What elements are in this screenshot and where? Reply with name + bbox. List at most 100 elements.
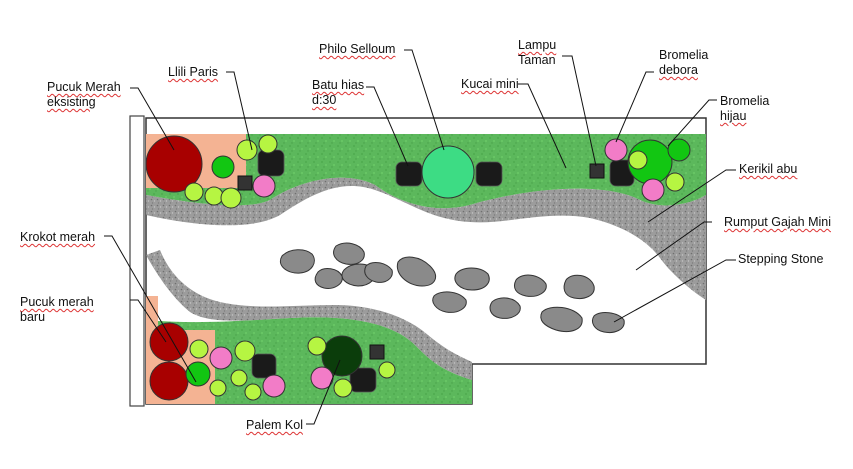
leader-bromelia-hijau [667, 99, 717, 147]
label-line: Lampu [518, 38, 557, 52]
stone [432, 291, 467, 313]
lime-flower [234, 340, 256, 362]
leader-bromelia-debora [615, 71, 654, 143]
leader-philo-selloum [404, 49, 445, 151]
label-line: hijau [720, 109, 747, 123]
lime-flower [220, 187, 242, 209]
leader-krokot-merah [104, 235, 197, 383]
pucuk-merah-baru [149, 322, 189, 362]
lime-flower [665, 172, 685, 192]
label-lampu-taman: Lampu Taman [518, 38, 556, 68]
leader-batu-hias [366, 86, 409, 167]
palem-kol [321, 335, 363, 377]
lime-flower [378, 361, 396, 379]
label-line: eksisting [47, 95, 96, 109]
pink-flower [604, 138, 628, 162]
label-line: d:30 [312, 93, 337, 107]
lamp [237, 175, 253, 191]
label-line: Rumput Gajah Mini [724, 215, 831, 229]
pucuk-merah-baru [149, 361, 189, 401]
lamp [369, 344, 385, 360]
stone [454, 267, 490, 291]
label-line: Stepping Stone [738, 252, 824, 266]
bromelia-debora [209, 138, 665, 398]
pink-flower [641, 178, 665, 202]
batu-hias-rock [349, 367, 377, 393]
label-line: Philo Selloum [319, 42, 396, 56]
pink-flower [262, 374, 286, 398]
stone [540, 306, 583, 332]
stone [396, 256, 437, 287]
batu-hias-rock [251, 353, 277, 379]
fence [129, 115, 145, 407]
label-line: Taman [518, 53, 556, 67]
label-batu-hias: Batu hias d:30 [312, 78, 364, 108]
stone [314, 268, 343, 289]
lampu-taman [237, 163, 605, 360]
label-line: Pucuk merah [20, 295, 94, 309]
label-line: Krokot merah [20, 230, 96, 244]
leader-kucai-mini [518, 83, 567, 169]
label-lili-paris: Llili Paris [168, 65, 218, 80]
batu-hias-rock [475, 161, 503, 187]
label-line: Llili Paris [168, 65, 219, 79]
label-kucai-mini: Kucai mini [461, 77, 519, 92]
gravel-top [146, 177, 706, 300]
stone [563, 274, 595, 299]
stone [489, 297, 521, 319]
leader-palem-kol [306, 359, 341, 425]
lili-paris [184, 134, 685, 401]
pink-flower [209, 346, 233, 370]
label-line: Bromelia [659, 48, 709, 62]
lime-flower [244, 383, 262, 401]
lime-flower [333, 378, 353, 398]
stone [280, 249, 315, 274]
lime-flower [189, 339, 209, 359]
leader-lampu-taman [562, 55, 597, 167]
label-stepping-stone: Stepping Stone [738, 252, 824, 267]
label-pucuk-merah-baru: Pucuk merah baru [20, 295, 94, 325]
pink-flower [252, 174, 276, 198]
lime-flower [184, 182, 204, 202]
stone [591, 312, 625, 333]
label-line: Batu hias [312, 78, 365, 92]
label-bromelia-hijau: Bromelia hijau [720, 94, 769, 124]
bromelia-hijau [667, 138, 691, 162]
grass-bottom [146, 317, 472, 404]
philo-selloum [421, 145, 475, 199]
label-pucuk-merah-eksisting: Pucuk Merah eksisting [47, 80, 121, 110]
label-kerikil-abu: Kerikil abu [739, 162, 797, 177]
batu-hias-rock [257, 149, 285, 177]
label-line: Kucai mini [461, 77, 519, 91]
lime-flower [307, 336, 327, 356]
label-line: Kerikil abu [739, 162, 798, 176]
label-palem-kol: Palem Kol [246, 418, 303, 433]
leader-pucuk-merah-eksisting [130, 87, 175, 151]
leader-pucuk-merah-baru [130, 299, 167, 343]
label-rumput-gajah-mini: Rumput Gajah Mini [724, 215, 831, 230]
label-line: baru [20, 310, 46, 324]
leader-kerikil-abu [647, 169, 736, 223]
label-krokot-merah: Krokot merah [20, 230, 95, 245]
lime-flower [258, 134, 278, 154]
stone [364, 262, 393, 283]
lime-flower [628, 150, 648, 170]
label-philo-selloum: Philo Selloum [319, 42, 395, 57]
label-line: Bromelia [720, 94, 770, 108]
stone [333, 242, 365, 265]
lamp [589, 163, 605, 179]
lime-flower [209, 379, 227, 397]
leader-stepping-stone [613, 259, 736, 323]
lime-flower [230, 369, 248, 387]
label-bromelia-debora: Bromelia debora [659, 48, 708, 78]
label-line: debora [659, 63, 698, 77]
leader-lili-paris [226, 71, 253, 151]
label-line: Palem Kol [246, 418, 303, 432]
leader-lines [104, 49, 736, 425]
bromelia-hijau [211, 155, 235, 179]
lime-flower [204, 186, 224, 206]
bromelia-hijau [185, 361, 211, 387]
batu-hias-rock [395, 161, 423, 187]
leader-rumput-gajah-mini [635, 221, 712, 271]
